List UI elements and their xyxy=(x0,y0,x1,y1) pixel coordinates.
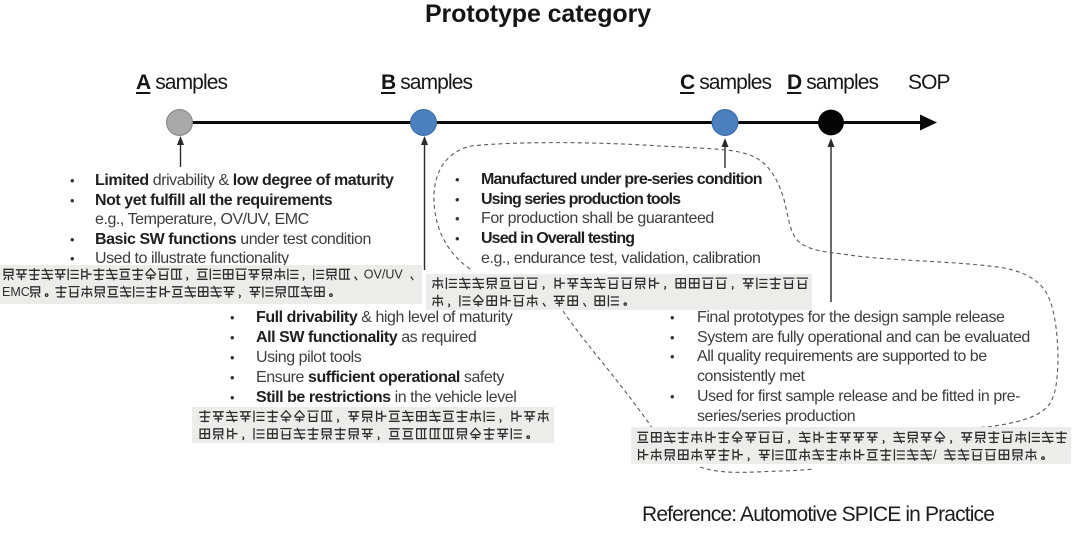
svg-text:EMC: EMC xyxy=(2,285,30,299)
svg-text:OV/UV: OV/UV xyxy=(364,268,404,282)
svg-text:/: / xyxy=(933,448,937,462)
